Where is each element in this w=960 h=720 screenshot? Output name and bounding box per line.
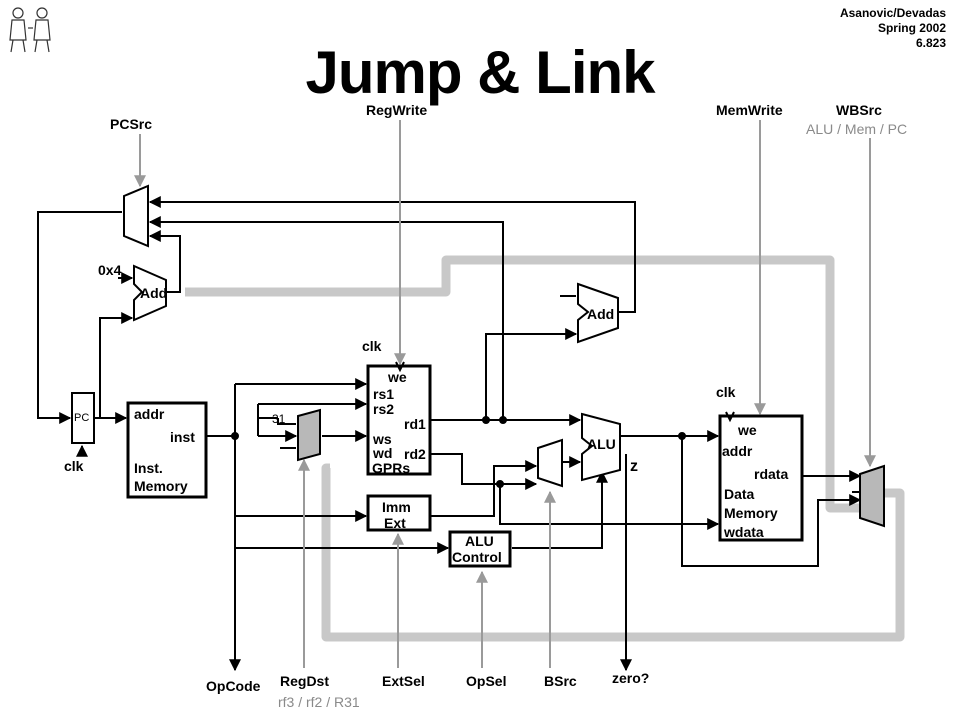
credit-authors: Asanovic/Devadas	[839, 6, 946, 20]
extsel-label: ExtSel	[382, 673, 425, 689]
wbsrc-mux	[859, 464, 885, 528]
dmem-clk-label: clk	[716, 384, 736, 400]
slide-title: Jump & Link	[305, 39, 655, 106]
dmem-name-line2: Memory	[724, 505, 778, 521]
data-memory-box	[718, 414, 804, 542]
regfile-wd-label: wd	[373, 445, 393, 461]
regdst-label: RegDst	[280, 673, 330, 689]
dmem-rdata-label: rdata	[754, 466, 789, 482]
dmem-wdata-label: wdata	[724, 524, 764, 540]
regfile-clk-label: clk	[362, 338, 382, 354]
dmem-addr-label: addr	[722, 443, 753, 459]
regfile-rd2-label: rd2	[404, 446, 426, 462]
pcsrc-label: PCSrc	[110, 116, 153, 132]
wbsrc-options: ALU / Mem / PC	[806, 121, 908, 137]
regfile-rs2-label: rs2	[373, 401, 395, 417]
immext-line1: Imm	[382, 499, 411, 515]
imem-name-line2: Memory	[134, 478, 188, 494]
regfile-rd1-label: rd1	[404, 416, 426, 432]
credit-course: 6.823	[915, 36, 946, 50]
dmem-we-label: we	[738, 422, 757, 438]
branch-adder	[577, 282, 619, 344]
imem-addr-label: addr	[134, 406, 165, 422]
regfile-name: GPRs	[372, 460, 411, 476]
alucontrol-line2: Control	[452, 549, 502, 565]
opcode-label: OpCode	[206, 678, 261, 694]
regfile-ws-label: ws	[373, 431, 392, 447]
control-lines	[134, 120, 876, 668]
dmem-name-line1: Data	[724, 486, 755, 502]
zero-label: zero?	[612, 670, 650, 686]
pc-register	[71, 392, 95, 444]
alucontrol-line1: ALU	[465, 533, 494, 549]
pcsrc-mux	[123, 184, 149, 248]
alu-control-box	[448, 530, 512, 568]
lab-figures-logo	[9, 7, 51, 53]
credit-term: Spring 2002	[877, 21, 946, 35]
wires	[37, 196, 862, 672]
regfile-clk-arrow	[395, 361, 405, 373]
branch-adder-label: Add	[587, 306, 615, 322]
alu-z-label: z	[630, 458, 638, 475]
const-4-label: 0x4	[98, 262, 122, 278]
course-credit: Asanovic/Devadas Spring 2002 6.823	[840, 6, 946, 51]
alu-shape	[581, 412, 621, 482]
regwrite-label: RegWrite	[366, 102, 428, 118]
regfile-we-label: we	[388, 369, 407, 385]
pc-increment-adder	[133, 264, 167, 322]
imm-ext-box	[366, 494, 432, 532]
pc-adder-label: Add	[140, 285, 168, 301]
jal-highlight-path	[185, 255, 905, 642]
imem-inst-label: inst	[170, 429, 195, 445]
opsel-label: OpSel	[466, 673, 507, 689]
wbsrc-label: WBSrc	[836, 102, 882, 118]
dmem-clk-arrow	[725, 411, 735, 423]
bsrc-mux	[537, 438, 563, 488]
regdst-options: rf3 / rf2 / R31	[278, 694, 360, 710]
regdst-mux	[297, 408, 321, 462]
pc-clk-label: clk	[64, 458, 84, 474]
const-31-label: 31	[272, 412, 286, 426]
bsrc-label: BSrc	[544, 673, 577, 689]
memwrite-label: MemWrite	[716, 102, 783, 118]
register-file-box	[366, 364, 432, 476]
imem-name-line1: Inst.	[134, 460, 163, 476]
alu-label: ALU	[587, 436, 616, 452]
instruction-memory-box	[126, 401, 208, 499]
immext-line2: Ext	[384, 515, 406, 531]
pc-label: PC	[74, 412, 90, 424]
regfile-rs1-label: rs1	[373, 386, 395, 402]
